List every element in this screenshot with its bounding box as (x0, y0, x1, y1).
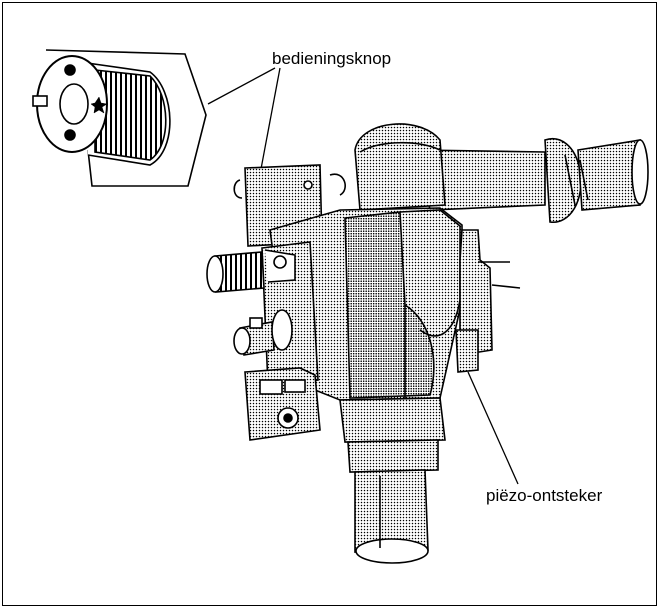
valve-assembly (206, 123, 649, 564)
control-knob (206, 251, 265, 293)
knob-label: bedieningsknop (272, 49, 392, 68)
knob-detail (32, 49, 207, 187)
knob-ribs (94, 69, 167, 161)
piezo-leader (467, 371, 519, 485)
knob-detail-leader (207, 67, 276, 105)
piezo-label: piëzo-ontsteker (486, 486, 603, 505)
piezo-igniter (455, 229, 521, 373)
